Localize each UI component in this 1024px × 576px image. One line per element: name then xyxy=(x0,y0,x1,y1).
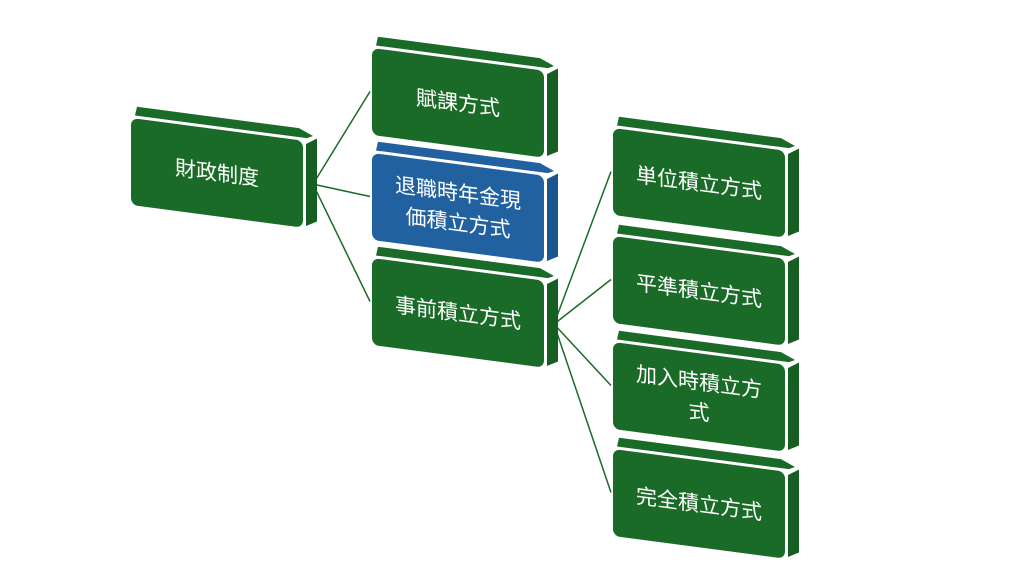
node-side-face xyxy=(788,469,799,558)
node-side-face xyxy=(788,256,799,345)
connector-line xyxy=(553,171,612,325)
node-top-face xyxy=(617,330,795,363)
connector-line xyxy=(312,183,371,198)
connector-line xyxy=(553,323,612,493)
node-top-face xyxy=(617,116,795,149)
connectors xyxy=(312,91,612,493)
connector-line xyxy=(553,323,612,387)
node-tani: 単位積立方式 xyxy=(613,116,799,237)
node-side-face xyxy=(788,362,799,451)
node-side-face xyxy=(306,138,317,227)
node-fuka: 賦課方式 xyxy=(372,36,558,157)
node-top-face xyxy=(617,224,795,257)
node-side-face xyxy=(547,278,558,367)
node-top-face xyxy=(135,106,313,139)
node-front-face xyxy=(613,449,785,558)
node-front-face xyxy=(613,342,785,451)
node-top-face xyxy=(376,141,554,174)
node-front-face xyxy=(131,118,303,227)
node-front-face xyxy=(372,258,544,367)
node-top-face xyxy=(376,36,554,69)
node-root: 財政制度 xyxy=(131,106,317,227)
node-label: 式 xyxy=(689,398,710,426)
connector-line xyxy=(312,183,371,302)
connector-line xyxy=(312,91,371,185)
node-kanzen: 完全積立方式 xyxy=(613,437,799,558)
node-jizen: 事前積立方式 xyxy=(372,246,558,367)
node-top-face xyxy=(376,246,554,279)
node-side-face xyxy=(788,148,799,237)
node-heijun: 平準積立方式 xyxy=(613,224,799,345)
node-top-face xyxy=(617,437,795,470)
connector-line xyxy=(553,278,612,325)
node-side-face xyxy=(547,68,558,157)
node-side-face xyxy=(547,173,558,262)
node-front-face xyxy=(372,48,544,157)
node-front-face xyxy=(372,153,544,262)
node-front-face xyxy=(613,128,785,237)
node-front-face xyxy=(613,236,785,345)
